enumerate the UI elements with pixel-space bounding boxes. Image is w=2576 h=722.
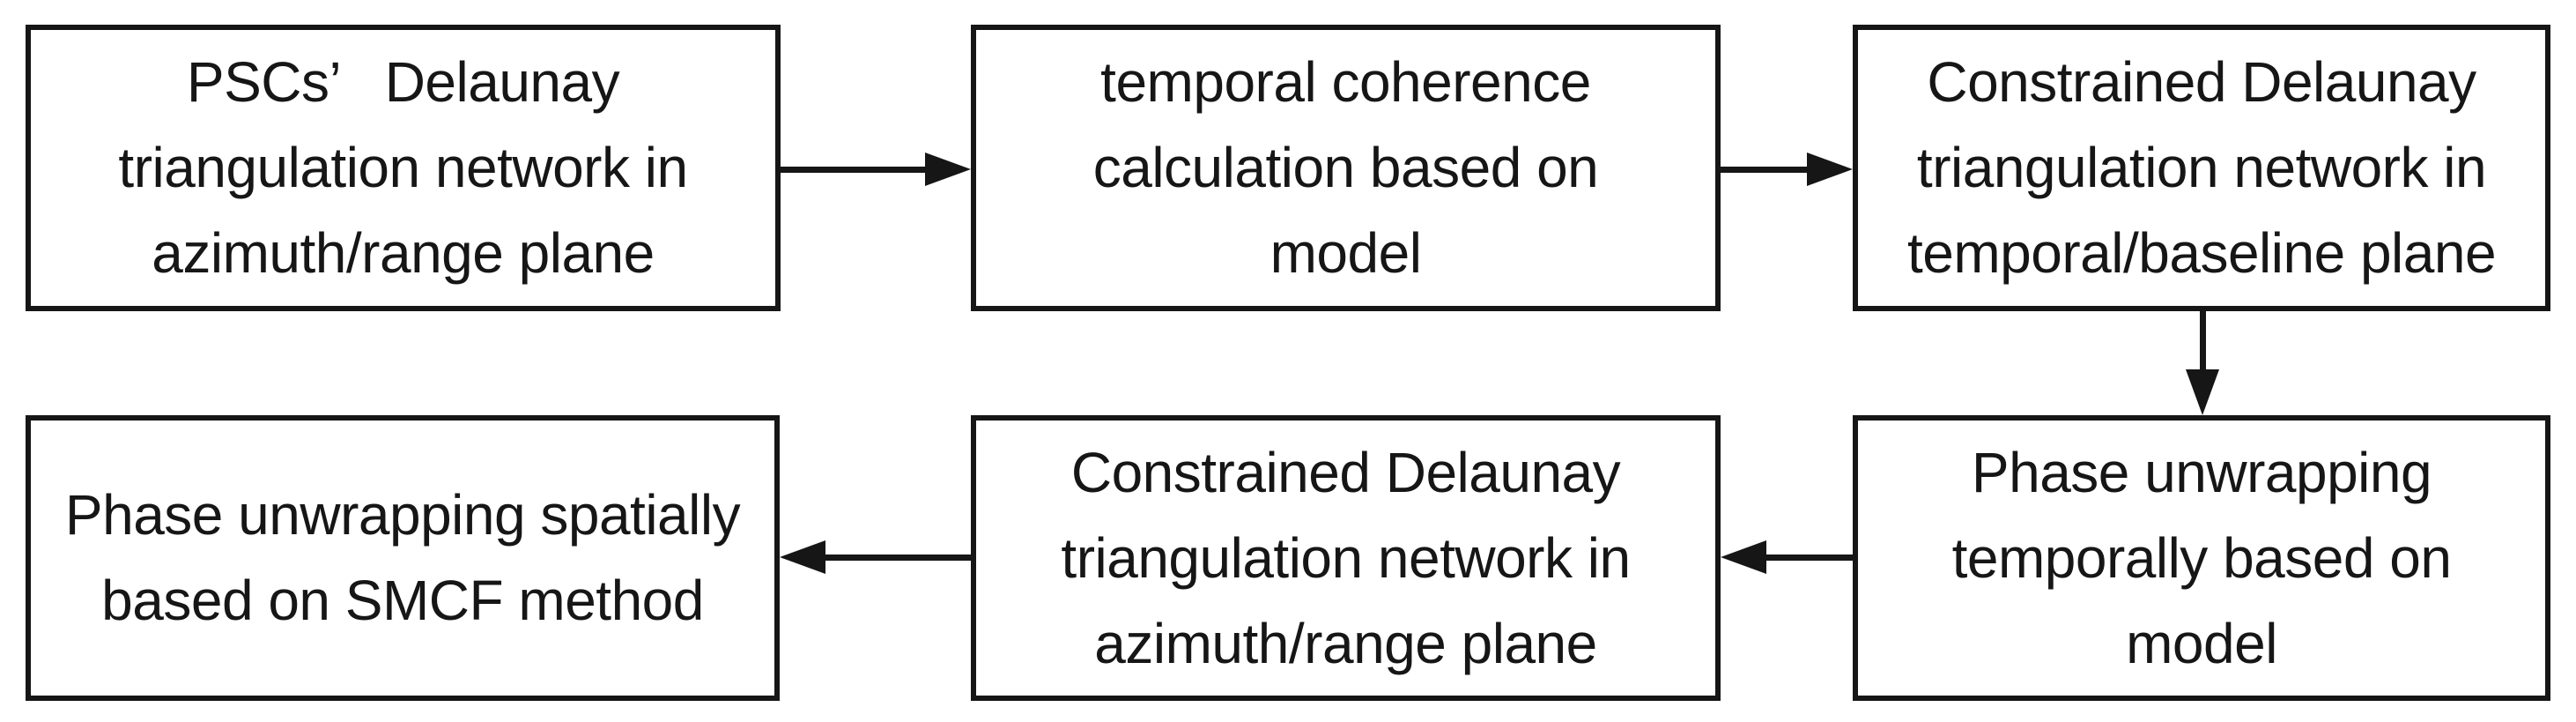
box-text-line: Phase unwrapping spatially: [64, 483, 741, 547]
box-text-line: triangulation network in: [1061, 525, 1631, 590]
box-text-line: Constrained Delaunay: [1927, 50, 2476, 114]
box-text-line: Phase unwrapping: [1971, 440, 2432, 504]
arrowhead-right-icon: [925, 153, 971, 186]
flowchart-box-phase-unwrapping-spatial: Phase unwrapping spatially based on SMCF…: [26, 415, 780, 701]
box-text-line: azimuth/range plane: [152, 221, 655, 285]
arrow-shaft-box3-to-box4: [2200, 311, 2206, 373]
arrow-shaft-box1-to-box2: [781, 167, 930, 173]
arrowhead-down-icon: [2186, 369, 2219, 415]
arrow-shaft-box4-to-box5: [1763, 555, 1853, 561]
arrowhead-left-icon: [780, 540, 825, 574]
flowchart-box-constrained-delaunay-temporal-baseline: Constrained Delaunay triangulation netwo…: [1853, 25, 2550, 311]
box-text-line: PSCs’ Delaunay: [186, 50, 620, 114]
flowchart-box-constrained-delaunay-azimuth-range: Constrained Delaunay triangulation netwo…: [971, 415, 1721, 701]
flowchart-box-phase-unwrapping-temporal: Phase unwrapping temporally based on mod…: [1853, 415, 2550, 701]
arrow-shaft-box2-to-box3: [1721, 167, 1812, 173]
box-text-line: temporally based on: [1951, 525, 2452, 590]
box-text-line: model: [2126, 611, 2277, 675]
arrowhead-left-icon: [1721, 540, 1766, 574]
box-text-line: temporal/baseline plane: [1906, 221, 2497, 285]
arrowhead-right-icon: [1807, 153, 1853, 186]
box-text-line: calculation based on: [1092, 136, 1599, 199]
box-text-line: azimuth/range plane: [1094, 611, 1597, 675]
box-text-line: temporal coherence: [1100, 50, 1591, 114]
box-text-line: model: [1269, 221, 1422, 285]
flowchart-box-psc-delaunay-network: PSCs’ Delaunay triangulation network in …: [26, 25, 781, 311]
flowchart-box-temporal-coherence-calculation: temporal coherence calculation based on …: [971, 25, 1721, 311]
box-text-line: triangulation network in: [1916, 136, 2487, 199]
box-text-line: based on SMCF method: [101, 569, 704, 632]
box-text-line: Constrained Delaunay: [1070, 440, 1621, 504]
arrow-shaft-box5-to-box6: [822, 555, 971, 561]
box-text-line: triangulation network in: [118, 136, 688, 199]
